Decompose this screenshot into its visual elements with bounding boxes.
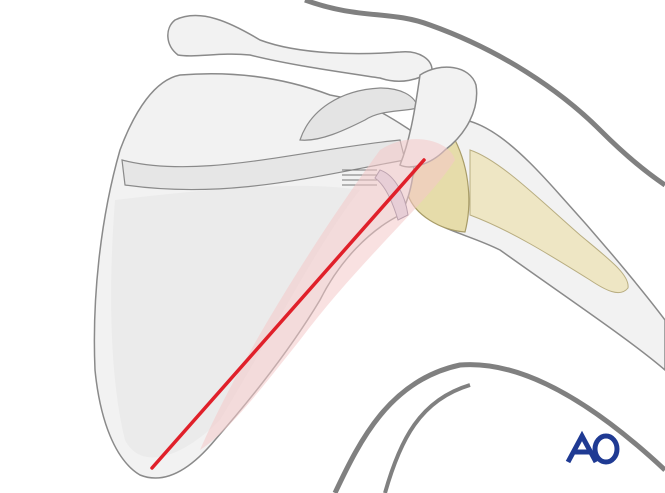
scapula-shading	[111, 185, 360, 458]
glenoid-screws	[342, 169, 377, 186]
ao-logo	[565, 430, 620, 465]
axilla-skin-contour	[332, 362, 665, 493]
incision-line	[150, 158, 426, 470]
approach-highlight-band	[200, 139, 455, 450]
prosthesis-stem	[469, 149, 629, 293]
clavicle	[167, 14, 433, 82]
chest-skin-contour	[383, 383, 471, 493]
shoulder-skin-contour	[304, 0, 665, 188]
